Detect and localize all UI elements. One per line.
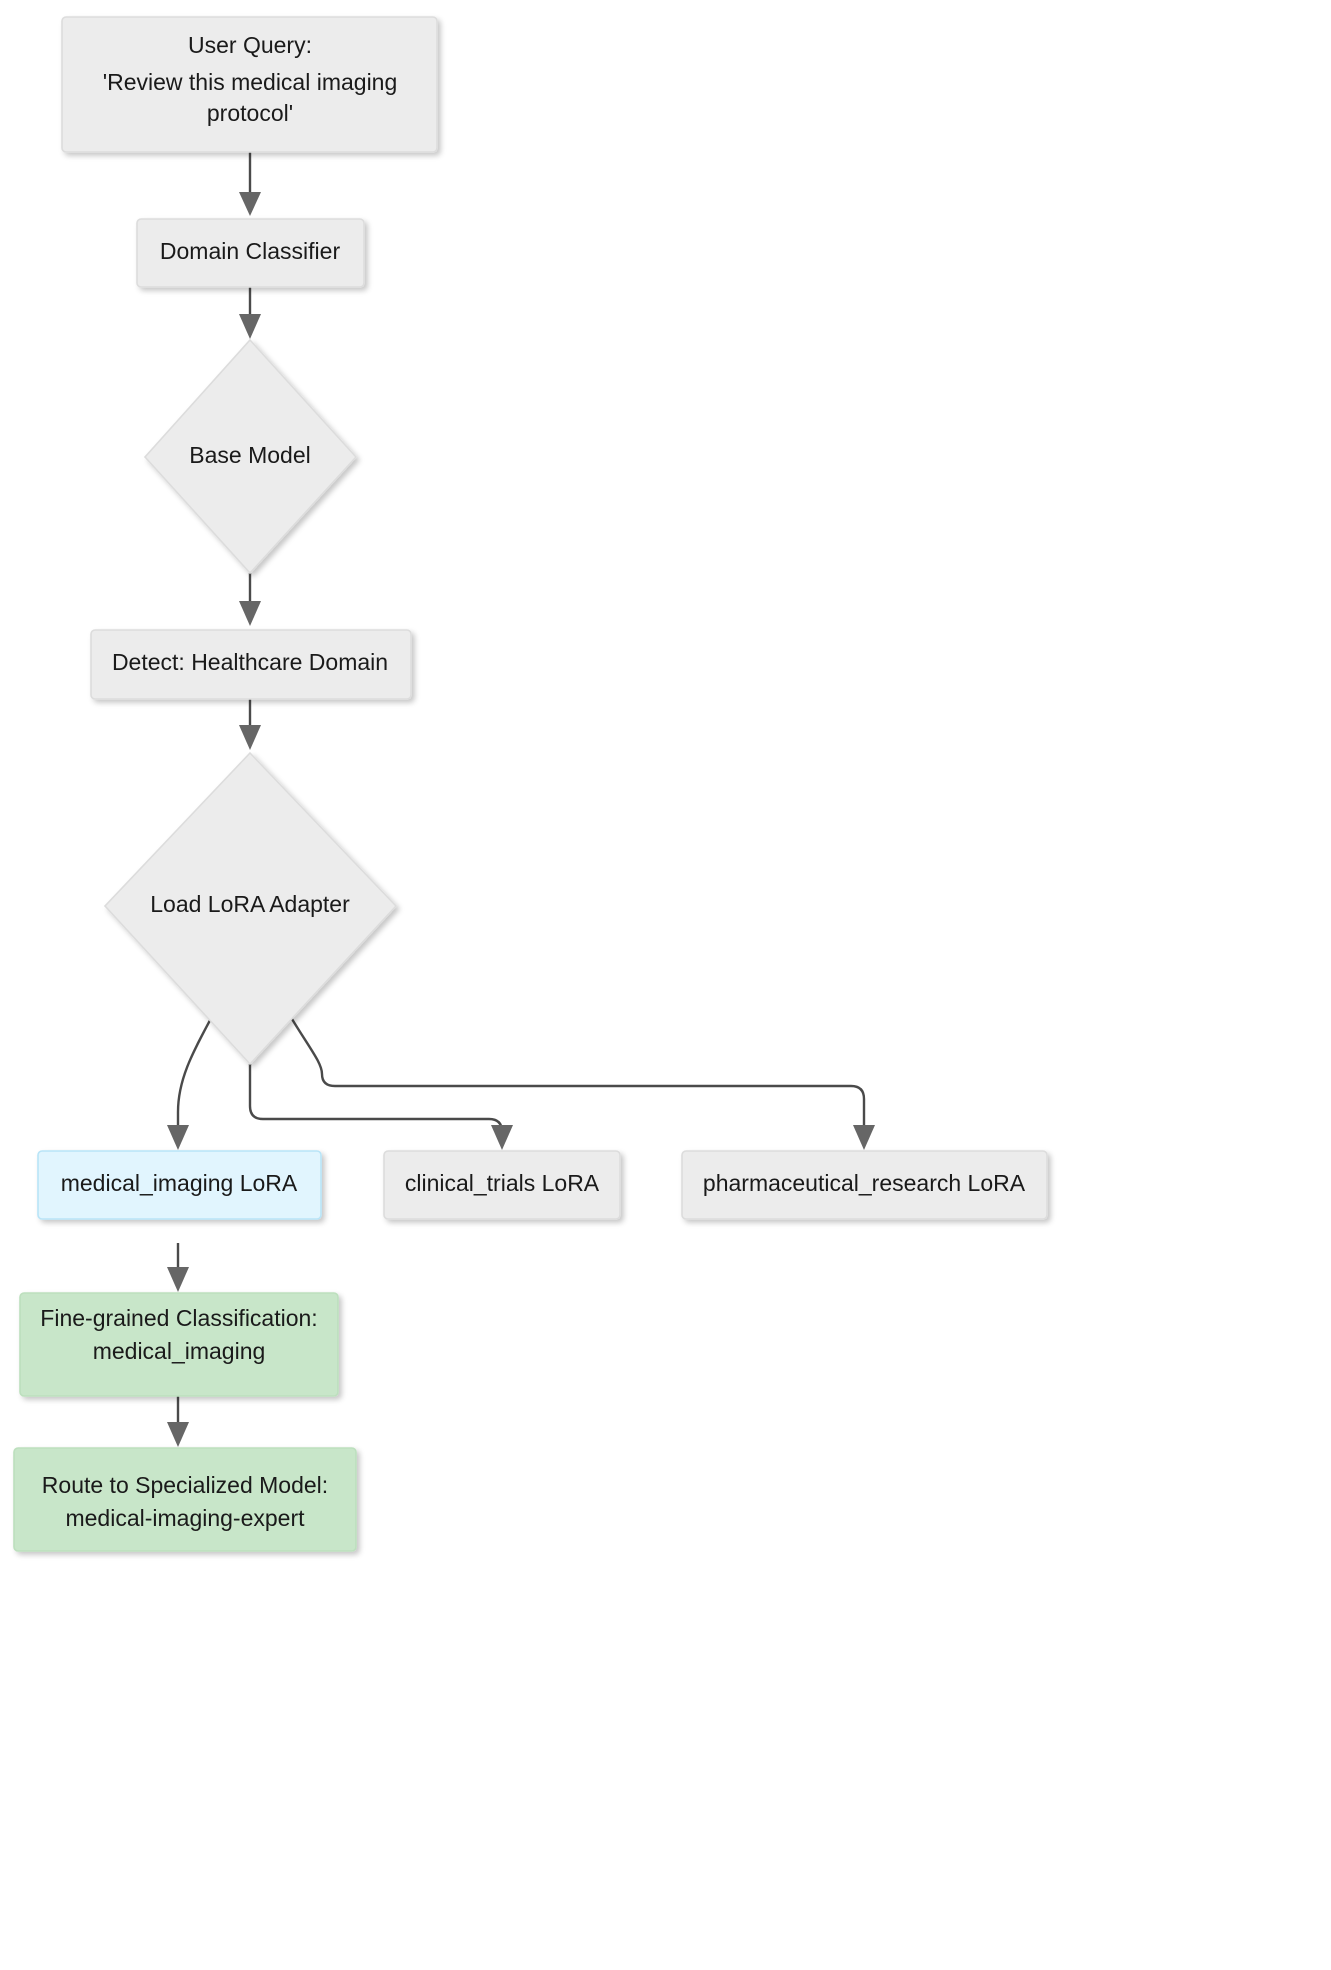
edge-base-to-detect bbox=[239, 573, 261, 626]
edge-fine-to-route bbox=[167, 1396, 189, 1447]
arrow-head-icon bbox=[239, 314, 261, 339]
node-load-lora-adapter-label: Load LoRA Adapter bbox=[150, 891, 350, 917]
node-clinical-trials-lora[interactable]: clinical_trials LoRA bbox=[383, 1150, 621, 1220]
arrow-head-icon bbox=[239, 601, 261, 626]
node-fine-grained-classification-line-2: medical_imaging bbox=[93, 1338, 266, 1364]
arrow-head-icon bbox=[167, 1422, 189, 1447]
node-clinical-trials-lora-shape[interactable] bbox=[383, 1150, 621, 1220]
arrow-head-icon bbox=[167, 1125, 189, 1150]
arrow-head-icon bbox=[239, 192, 261, 216]
edge-medical-to-fine bbox=[167, 1243, 189, 1292]
arrow-head-icon bbox=[491, 1125, 513, 1150]
node-route-to-specialized-model[interactable]: Route to Specialized Model: medical-imag… bbox=[13, 1447, 357, 1552]
node-base-model-label: Base Model bbox=[189, 442, 310, 468]
node-load-lora-adapter[interactable]: Load LoRA Adapter bbox=[103, 751, 398, 1066]
node-medical-imaging-lora-shape[interactable] bbox=[37, 1150, 322, 1220]
node-user-query[interactable]: User Query: 'Review this medical imaging… bbox=[61, 16, 438, 153]
node-user-query-line-1: User Query: bbox=[188, 32, 312, 58]
node-user-query-line-2: 'Review this medical imaging bbox=[103, 69, 398, 95]
node-domain-classifier[interactable]: Domain Classifier bbox=[136, 218, 365, 288]
node-detect-healthcare-domain-label: Detect: Healthcare Domain bbox=[112, 649, 388, 675]
arrow-head-icon bbox=[167, 1267, 189, 1292]
node-route-to-specialized-model-shape[interactable] bbox=[13, 1447, 357, 1552]
node-pharmaceutical-research-lora-label: pharmaceutical_research LoRA bbox=[703, 1170, 1026, 1196]
arrow-head-icon bbox=[239, 725, 261, 750]
node-pharmaceutical-research-lora[interactable]: pharmaceutical_research LoRA bbox=[681, 1150, 1048, 1220]
edge-detect-to-load bbox=[239, 699, 261, 750]
node-user-query-shape[interactable] bbox=[61, 16, 438, 153]
node-clinical-trials-lora-label: clinical_trials LoRA bbox=[405, 1170, 600, 1196]
edge-load-to-medical bbox=[167, 1008, 218, 1150]
node-fine-grained-classification[interactable]: Fine-grained Classification: medical_ima… bbox=[19, 1292, 339, 1397]
node-base-model[interactable]: Base Model bbox=[143, 338, 358, 575]
node-base-model-shape[interactable] bbox=[143, 338, 358, 575]
edge-load-to-clinical bbox=[248, 1064, 513, 1150]
node-fine-grained-classification-shape[interactable] bbox=[19, 1292, 339, 1397]
arrow-head-icon bbox=[853, 1125, 875, 1150]
edge-query-to-classifier bbox=[239, 152, 261, 216]
node-layer: User Query: 'Review this medical imaging… bbox=[13, 16, 1048, 1552]
node-route-to-specialized-model-line-1: Route to Specialized Model: bbox=[42, 1472, 328, 1498]
edge-layer bbox=[167, 152, 875, 1447]
node-medical-imaging-lora[interactable]: medical_imaging LoRA bbox=[37, 1150, 322, 1220]
node-pharmaceutical-research-lora-shape[interactable] bbox=[681, 1150, 1048, 1220]
node-medical-imaging-lora-label: medical_imaging LoRA bbox=[61, 1170, 298, 1196]
node-detect-healthcare-domain[interactable]: Detect: Healthcare Domain bbox=[90, 629, 412, 700]
node-domain-classifier-label: Domain Classifier bbox=[160, 238, 341, 264]
edge-classifier-to-base bbox=[239, 287, 261, 339]
node-user-query-line-3: protocol' bbox=[207, 100, 293, 126]
node-detect-healthcare-domain-shape[interactable] bbox=[90, 629, 412, 700]
node-fine-grained-classification-line-1: Fine-grained Classification: bbox=[40, 1305, 317, 1331]
edge-load-to-pharma bbox=[284, 1008, 875, 1150]
node-domain-classifier-shape[interactable] bbox=[136, 218, 365, 288]
node-route-to-specialized-model-line-2: medical-imaging-expert bbox=[65, 1505, 305, 1531]
node-load-lora-adapter-shape[interactable] bbox=[103, 751, 398, 1066]
